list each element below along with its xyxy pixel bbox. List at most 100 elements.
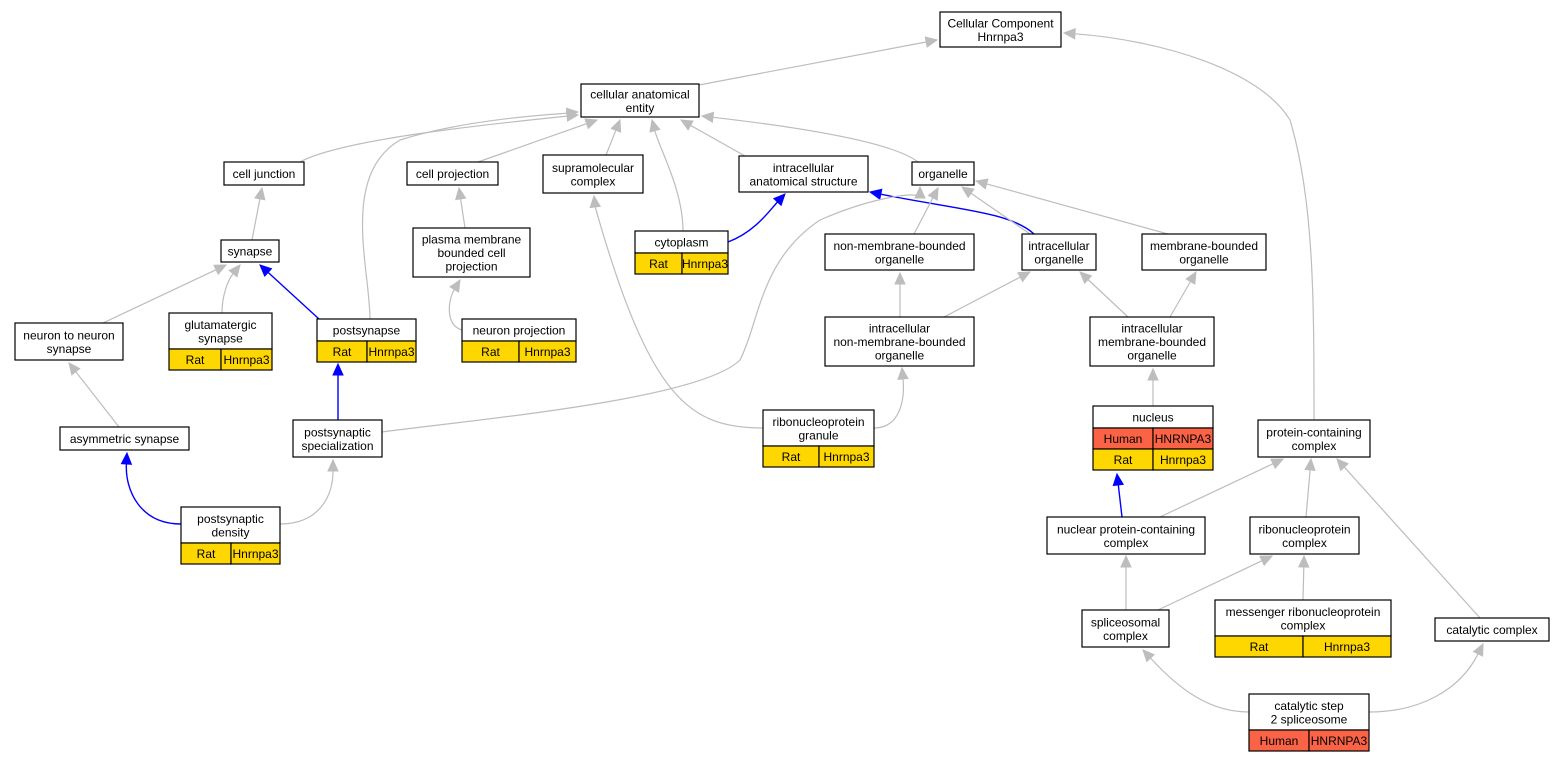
node-box xyxy=(1248,693,1370,731)
edge-ribonucleoprotein-granule-to-supramolecular-complex xyxy=(589,194,764,429)
node-box xyxy=(1046,516,1206,555)
node-box xyxy=(738,155,869,193)
edge-intracellular-membrane-bounded-organelle-to-membrane-bounded-organelle xyxy=(1169,270,1197,318)
node-label-line: cellular anatomical xyxy=(590,87,689,101)
node-intracellular-non-membrane-bounded-organelle[interactable]: intracellularnon-membrane-boundedorganel… xyxy=(824,316,975,367)
arrowhead xyxy=(610,118,622,133)
node-label-line: nucleus xyxy=(1132,411,1173,425)
gene-cell xyxy=(681,252,729,275)
arrowhead xyxy=(1017,271,1032,283)
edge-intracellular-membrane-bounded-organelle-to-intracellular-organelle xyxy=(1079,271,1129,318)
species-label: Rat xyxy=(481,345,500,359)
species-label: Rat xyxy=(186,353,205,367)
gene-label: Hnrnpa3 xyxy=(223,353,269,367)
node-label-line: non-membrane-bounded xyxy=(833,239,965,253)
edge-postsynaptic-specialization-to-postsynapse xyxy=(332,362,344,420)
edge-plasma-membrane-bounded-cell-projection-to-cell-projection xyxy=(455,186,467,229)
node-label-line: Cellular Component xyxy=(947,16,1054,30)
edge-layer xyxy=(68,28,1484,713)
edge-intracellular-organelle-to-intracellular-anatomical-structure xyxy=(868,188,1035,235)
node-asymmetric-synapse[interactable]: asymmetric synapse xyxy=(59,426,190,451)
node-label-line: postsynapse xyxy=(333,324,401,338)
annotation-row-rat: Rat Hnrnpa3 xyxy=(1092,448,1214,471)
edge-cell-junction-to-cellular-anatomical-entity xyxy=(299,110,580,163)
arrowhead xyxy=(1336,458,1350,472)
node-label-line: cytoplasm xyxy=(654,236,708,250)
node-label-line: specialization xyxy=(301,439,373,453)
gene-label: Hnrnpa3 xyxy=(1324,640,1370,654)
arrowhead xyxy=(327,458,339,472)
node-label-line: organelle xyxy=(875,252,925,266)
node-organelle[interactable]: organelle xyxy=(911,161,975,186)
node-box xyxy=(1434,617,1550,642)
gene-label: Hnrnpa3 xyxy=(1160,453,1206,467)
edge-intracellular-non-membrane-bounded-organelle-to-non-membrane-bounded-organelle xyxy=(894,271,906,317)
node-synapse[interactable]: synapse xyxy=(220,239,280,263)
arrowhead xyxy=(565,107,580,120)
node-cell-junction[interactable]: cell junction xyxy=(223,161,305,186)
species-label: Rat xyxy=(1114,453,1133,467)
arrowhead xyxy=(1142,649,1156,663)
node-label-line: spliceosomal xyxy=(1091,615,1160,629)
node-label-line: supramolecular xyxy=(552,161,634,175)
node-label-line: intracellular xyxy=(1121,322,1182,336)
node-label-line: complex xyxy=(1292,439,1337,453)
node-label-line: messenger ribonucleoprotein xyxy=(1226,605,1381,619)
node-label-line: glutamatergic xyxy=(184,318,256,332)
edge-postsynaptic-density-to-asymmetric-synapse xyxy=(120,451,182,525)
edge-postsynapse-to-synapse xyxy=(259,264,320,320)
node-box xyxy=(1249,516,1360,555)
edge-intracellular-anatomical-structure-to-cellular-anatomical-entity xyxy=(679,119,746,157)
node-box xyxy=(1141,233,1267,271)
arrowhead xyxy=(897,366,909,380)
edge-synapse-to-cell-junction xyxy=(251,186,266,241)
gene-cell xyxy=(220,348,273,371)
gene-cell xyxy=(818,445,875,468)
edge-asymmetric-synapse-to-neuron-to-neuron-synapse xyxy=(68,362,120,428)
node-catalytic-complex[interactable]: catalytic complex xyxy=(1434,617,1550,642)
gene-cell xyxy=(1308,729,1370,752)
gene-label: Hnrnpa3 xyxy=(823,450,869,464)
gene-cell xyxy=(230,542,281,565)
arrowhead xyxy=(974,178,989,190)
node-label-line: postsynaptic xyxy=(197,512,264,526)
species-label: Human xyxy=(1260,734,1299,748)
node-cell-projection[interactable]: cell projection xyxy=(406,161,499,186)
edge-catalytic-step-2-spliceosome-to-catalytic-complex xyxy=(1368,642,1484,713)
arrowhead xyxy=(332,362,344,376)
gene-cell xyxy=(366,340,417,363)
node-box xyxy=(220,239,280,263)
edge-neuron-to-neuron-synapse-to-synapse xyxy=(102,264,228,324)
node-label-line: organelle xyxy=(1179,252,1229,266)
node-label-line: projection xyxy=(445,260,497,274)
arrowhead xyxy=(1185,270,1197,285)
node-box xyxy=(580,83,700,118)
